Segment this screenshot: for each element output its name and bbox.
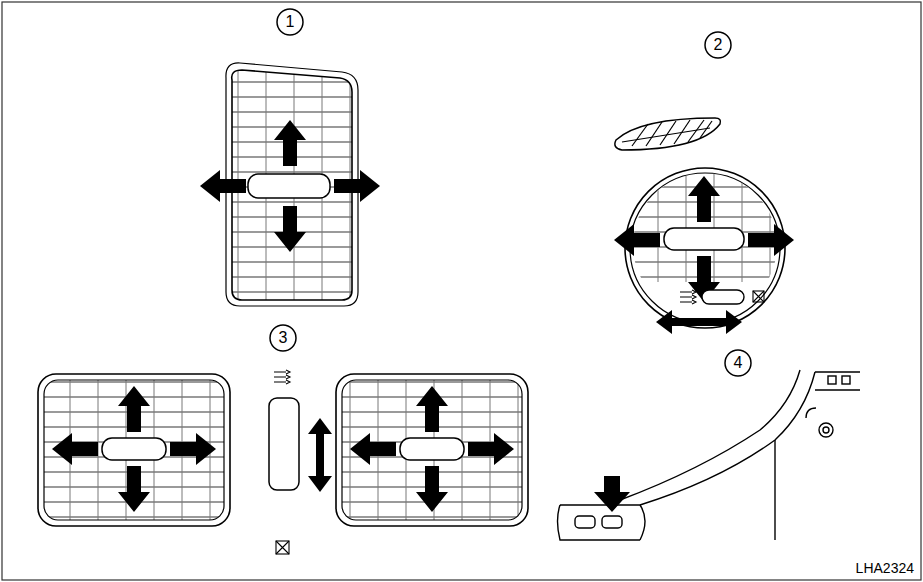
callout-number: 3 [279,330,288,346]
callout-number: 2 [714,37,723,53]
figure-code: LHA2324 [856,561,914,575]
callout-number: 4 [734,355,743,371]
callout-number: 1 [286,14,295,30]
